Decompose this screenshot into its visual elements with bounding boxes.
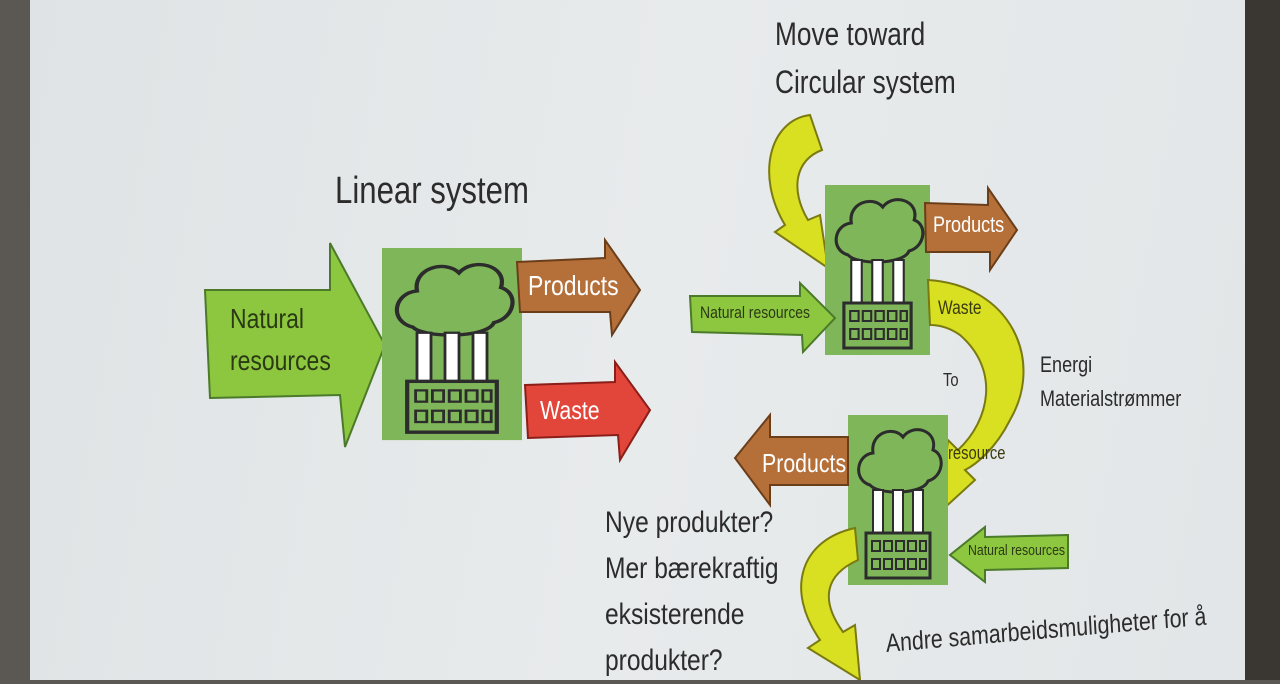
label-line: Natural — [230, 303, 305, 334]
note-line: Materialstrømmer — [1040, 386, 1182, 411]
natural-resources-label: Natural resources — [230, 298, 331, 382]
waste-label: Waste — [938, 298, 982, 319]
curved-input-arrow — [768, 113, 830, 271]
natural-resources-arrow — [688, 280, 837, 355]
natural-resources-arrow — [203, 242, 387, 448]
natural-resources-label: Natural resources — [968, 542, 1066, 559]
products-label: Products — [933, 212, 1005, 237]
factory-icon — [846, 413, 950, 587]
products-arrow — [515, 236, 642, 339]
note-line: Nye produkter? — [605, 506, 774, 539]
note-line: eksisterende — [605, 598, 745, 631]
title-line: Circular system — [775, 64, 956, 100]
questions-note: Nye produkter? Mer bærekraftig eksisterend… — [605, 500, 779, 684]
waste-label: Waste — [540, 395, 600, 425]
title-line: Move toward — [775, 16, 926, 52]
linear-system-title: Linear system — [335, 170, 529, 212]
screen-edge — [1245, 0, 1280, 680]
note-line: Energi — [1040, 352, 1093, 377]
waste-arrow — [523, 358, 652, 464]
curved-output-arrow — [800, 526, 862, 680]
label-line: resources — [230, 345, 331, 376]
natural-resources-label: Natural resources — [700, 303, 811, 322]
products-label: Products — [762, 448, 847, 478]
waste-to-resource-arrow — [926, 278, 1025, 515]
products-arrow-left — [733, 412, 849, 509]
note-line: Mer bærekraftig — [605, 552, 779, 585]
products-label: Products — [528, 270, 619, 301]
products-arrow — [923, 184, 1019, 274]
factory-icon — [382, 248, 522, 440]
to-label: To — [943, 370, 959, 390]
note-line: produkter? — [605, 644, 723, 677]
resource-label: resource — [948, 443, 1006, 463]
natural-resources-arrow-left — [948, 524, 1069, 585]
factory-icon — [823, 183, 932, 357]
